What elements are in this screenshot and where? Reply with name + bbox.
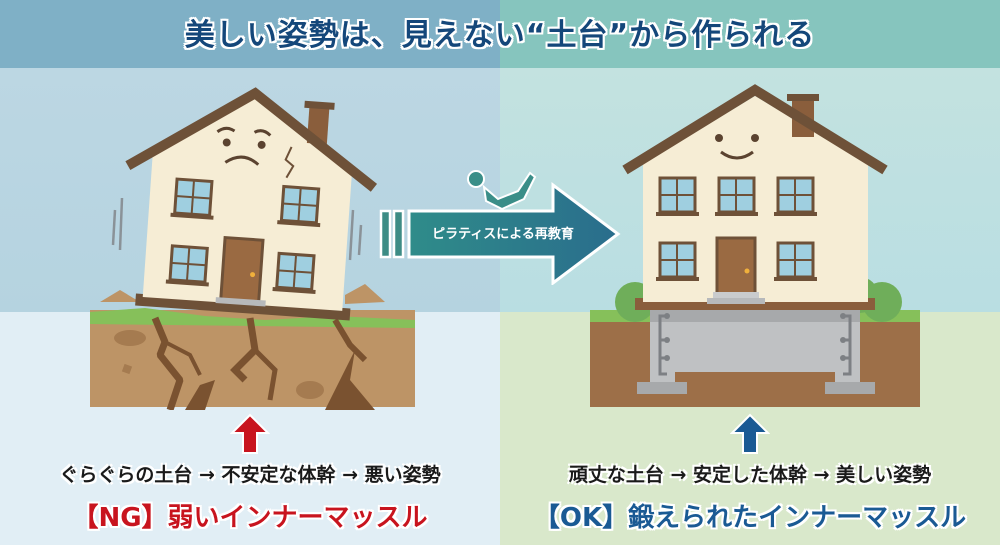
arrow-label: ピラティスによる再教育 — [432, 227, 574, 242]
unstable-house-illustration — [90, 87, 415, 410]
cracked-soil — [90, 284, 415, 410]
ng-verdict: 【NG】弱いインナーマッスル — [72, 503, 428, 533]
red-up-arrow-icon — [230, 413, 270, 454]
blue-up-arrow-icon — [730, 413, 770, 454]
transition-arrow — [379, 170, 621, 285]
page-title: 美しい姿勢は、見えない“土台”から作られる — [184, 18, 816, 53]
stable-house-illustration — [590, 84, 920, 407]
arrow-shape — [407, 181, 621, 285]
pilates-figure-icon — [467, 170, 537, 211]
happy-house — [622, 84, 888, 310]
right-caption: 頑丈な土台 → 安定した体幹 → 美しい姿勢 — [568, 464, 932, 486]
arrow-tail-bar-1 — [379, 209, 392, 259]
ok-verdict: 【OK】鍛えられたインナーマッスル — [533, 503, 967, 533]
title-band-left — [0, 0, 500, 68]
arrow-tail-bar-2 — [392, 209, 405, 259]
left-caption: ぐらぐらの土台 → 不安定な体幹 → 悪い姿勢 — [59, 464, 441, 486]
shake-lines-icon — [111, 197, 363, 261]
title-band-right — [500, 0, 1000, 68]
sad-house — [125, 87, 378, 321]
